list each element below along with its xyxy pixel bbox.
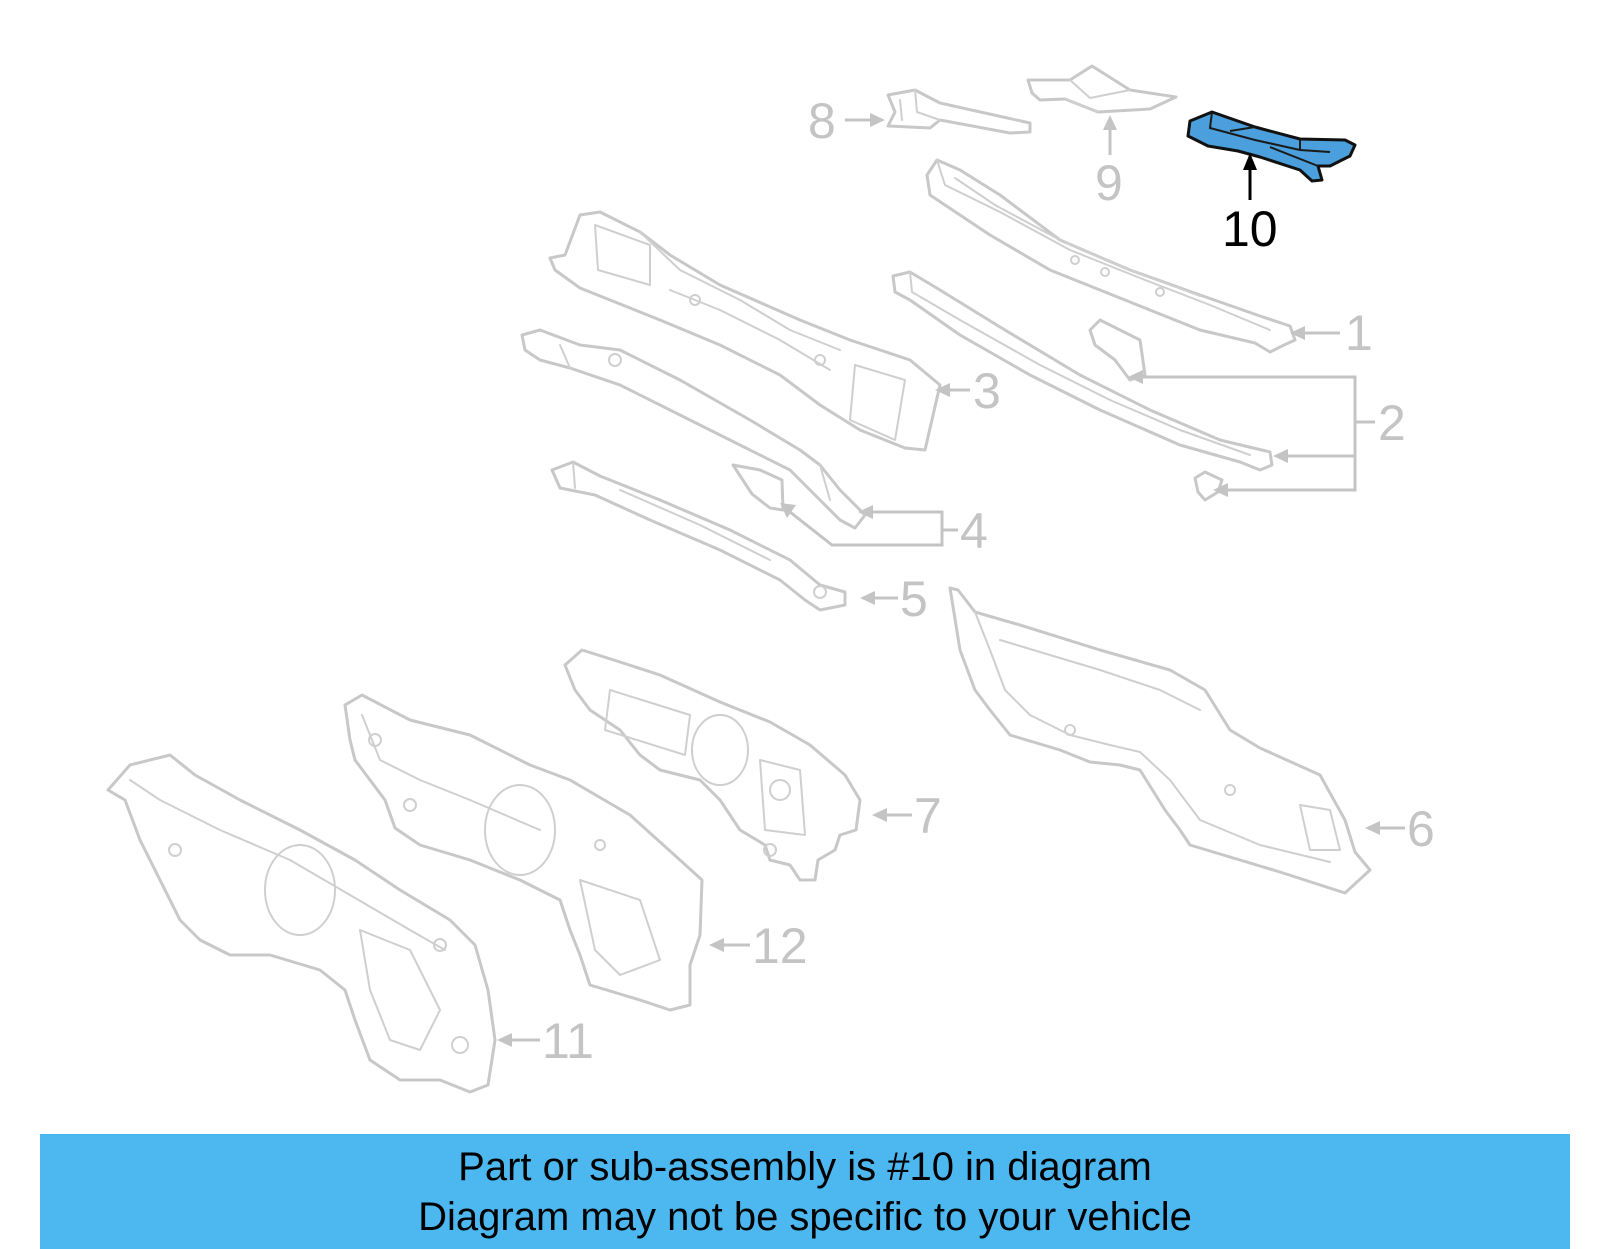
callout-number-4: 4: [960, 503, 988, 559]
part-2-cowl-rail: [891, 270, 1274, 502]
callout-number-9: 9: [1095, 155, 1123, 211]
callout-number-1: 1: [1345, 305, 1373, 361]
part-10-cowl-panel: [1186, 110, 1357, 183]
callout-number-2: 2: [1378, 395, 1406, 451]
part-3-cowl-top-panel: [548, 210, 942, 452]
callout-number-5: 5: [900, 571, 928, 627]
part-1-upper-cowl: [925, 158, 1297, 354]
callout-number-3: 3: [973, 363, 1001, 419]
caption-banner: Part or sub-assembly is #10 in diagram D…: [40, 1134, 1570, 1249]
part-12-dash-insulator: [343, 693, 704, 1012]
part-8-bracket: [886, 88, 1032, 135]
callout-number-11: 11: [542, 1013, 594, 1069]
callout-number-7: 7: [914, 788, 942, 844]
callout-number-10: 10: [1222, 201, 1278, 257]
callout-number-8: 8: [808, 93, 836, 149]
callout-leaders: [497, 113, 1405, 1047]
part-7-dash-insulator: [563, 648, 862, 882]
callout-number-6: 6: [1407, 801, 1435, 857]
part-4-cowl-side-panel: [520, 328, 867, 530]
caption-line-part-number: Part or sub-assembly is #10 in diagram: [458, 1145, 1152, 1189]
caption-line-disclaimer: Diagram may not be specific to your vehi…: [418, 1195, 1192, 1239]
part-6-dash-panel: [948, 586, 1372, 895]
part-5-lower-rail: [550, 460, 847, 612]
part-9-bracket: [1026, 64, 1178, 114]
callout-leader-10: [1243, 153, 1257, 200]
part-11-dash-panel: [106, 753, 497, 1094]
callout-number-12: 12: [752, 918, 808, 974]
